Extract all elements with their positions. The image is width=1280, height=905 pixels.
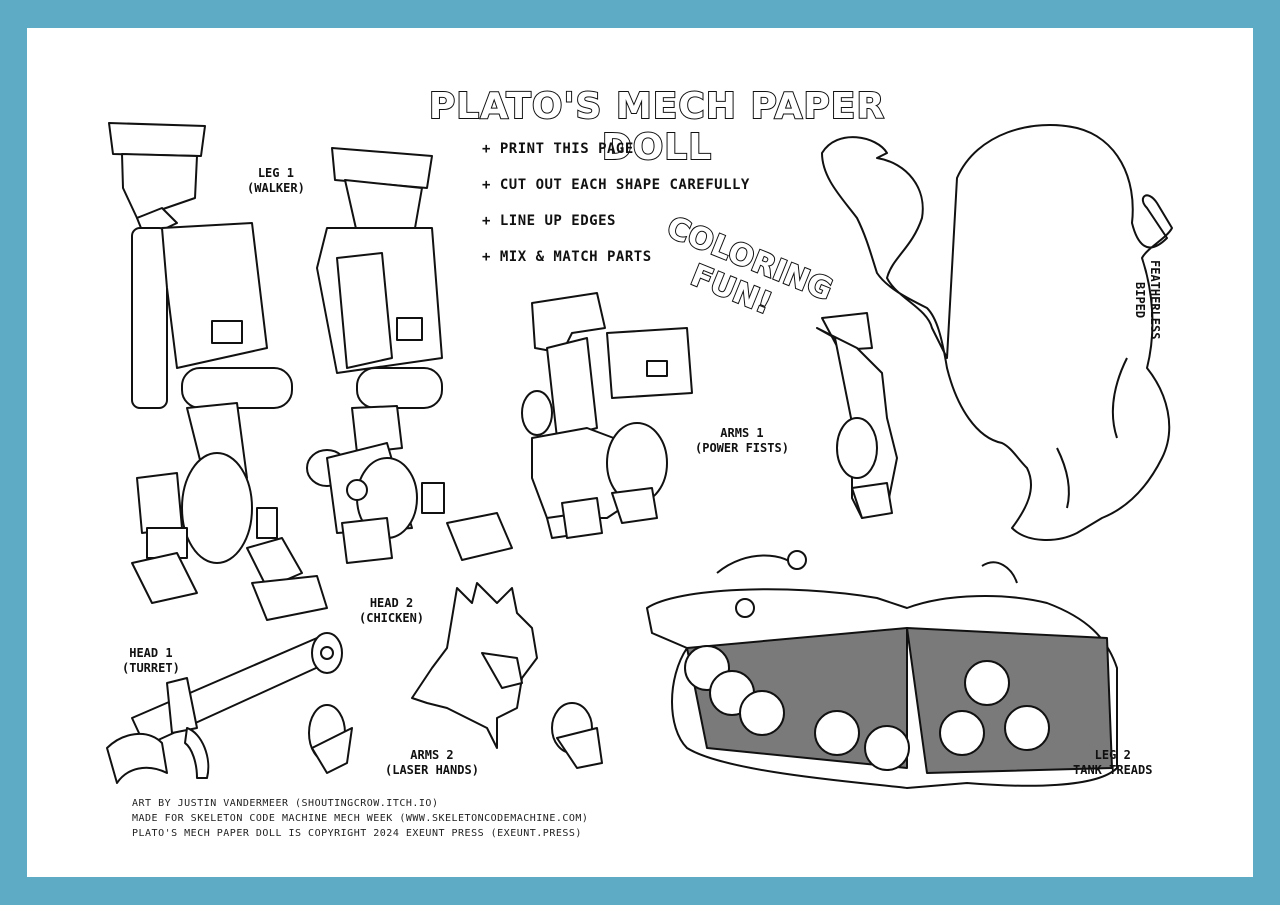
credit-artist: ART BY JUSTIN VANDERMEER (SHOUTINGCROW.I… — [132, 798, 439, 809]
walker-leg-right-illustration — [306, 147, 513, 564]
label-head-2: HEAD 2(CHICKEN) — [359, 596, 425, 625]
chicken-head-illustration — [411, 582, 538, 749]
instruction-print: + PRINT THIS PAGE — [482, 141, 634, 157]
laser-hand-illustration — [551, 702, 603, 769]
instruction-cut-out: + CUT OUT EACH SHAPE CAREFULLY — [482, 177, 750, 193]
label-arms-1: ARMS 1(POWER FISTS) — [695, 426, 789, 455]
label-leg-1: LEG 1(WALKER) — [247, 166, 305, 195]
instruction-mix-match: + MIX & MATCH PARTS — [482, 249, 652, 265]
credits-block: ART BY JUSTIN VANDERMEER (SHOUTINGCROW.I… — [132, 796, 588, 841]
page-title: PLATO'S MECH PAPER DOLL — [428, 85, 886, 169]
instruction-line-up: + LINE UP EDGES — [482, 213, 616, 229]
label-arms-2: ARMS 2(LASER HANDS) — [385, 748, 479, 777]
credit-made-for: MADE FOR SKELETON CODE MACHINE MECH WEEK… — [132, 813, 589, 824]
walker-leg-left-illustration — [108, 122, 328, 621]
tank-treads-illustration — [646, 550, 1118, 789]
plucked-chicken-illustration — [821, 124, 1173, 541]
label-head-1: HEAD 1(TURRET) — [122, 646, 180, 675]
credit-copyright: PLATO'S MECH PAPER DOLL IS COPYRIGHT 202… — [132, 828, 582, 839]
turret-head-illustration — [106, 632, 353, 784]
paper-sheet: PLATO'S MECH PAPER DOLL + PRINT THIS PAG… — [27, 28, 1253, 877]
line-art — [106, 122, 1173, 789]
power-fists-illustration — [521, 292, 898, 539]
